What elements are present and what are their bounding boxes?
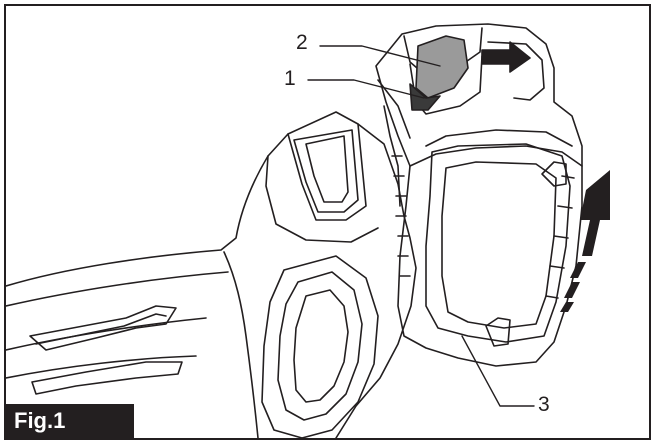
- leader-lines: [307, 45, 535, 407]
- callout-2: 2: [296, 31, 308, 54]
- tool-illustration: [6, 23, 610, 438]
- release-button: [409, 35, 469, 111]
- callout-1: 1: [284, 67, 296, 90]
- battery-cartridge: [375, 23, 583, 367]
- figure-frame: 2 1 3 Fig.1: [4, 4, 651, 440]
- insert-arrow-up: [560, 170, 610, 312]
- callout-3: 3: [538, 393, 550, 416]
- slide-arrow-right: [481, 41, 531, 73]
- tool-body: [6, 111, 417, 438]
- figure-label: Fig.1: [6, 404, 134, 438]
